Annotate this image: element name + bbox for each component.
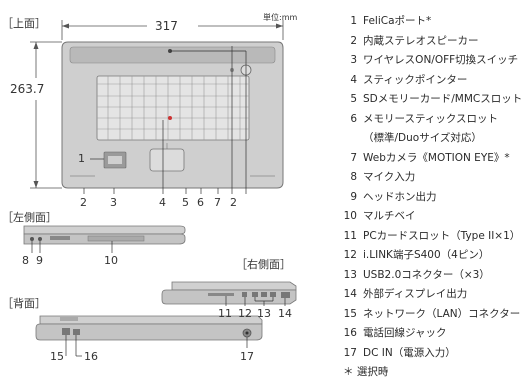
legend-item-text: マルチベイ [363,210,416,222]
callout-14: 14 [278,307,292,320]
back-leader-lines [65,335,248,357]
callout-bottom-6: 6 [197,196,204,209]
back-view [35,315,263,341]
legend-item-number: 10 [343,210,357,222]
legend-item-text: Webカメラ《MOTION EYE》* [363,151,510,164]
legend-item: 17 DC IN（電源入力） [343,344,529,364]
callout-bottom-2a: 2 [80,196,87,209]
legend-item-text: SDメモリーカード/MMCスロット [363,93,523,105]
callout-1: 1 [78,152,85,165]
callout-12: 12 [238,307,252,320]
width-dimension-value: 317 [155,19,178,33]
legend-item-number: 14 [343,288,357,300]
legend-item: 12 i.LINK端子S400（4ピン） [343,246,529,266]
callout-16: 16 [84,350,98,363]
callout-11: 11 [218,307,232,320]
width-dimension-line [61,20,284,40]
callout-bottom-7: 7 [214,196,221,209]
legend-item: 13 USB2.0コネクター（×3） [343,266,529,286]
legend-item: 8 マイク入力 [343,168,529,188]
stick-pointer-icon [168,116,172,120]
legend-item-number: 13 [343,268,357,281]
legend-item: 3 ワイヤレスON/OFF切換スイッチ [343,51,529,71]
right-side-leader-lines [225,296,286,306]
legend-item-text: 外部ディスプレイ出力 [363,288,468,300]
legend-item: 14 外部ディスプレイ出力 [343,285,529,305]
legend-item-number: 17 [343,346,357,359]
legend-item: 9 ヘッドホン出力 [343,188,529,208]
legend-item-text: USB2.0コネクター（×3） [363,268,490,281]
legend-item-number: 12 [343,249,357,261]
legend-item-number: 6 [350,112,357,125]
legend-item-text: （標準/Duoサイズ対応） [363,132,482,144]
legend-item-number: 2 [350,34,357,47]
legend-list: 1 FeliCaポート* 2 内蔵ステレオスピーカー 3 ワイヤレスON/OFF切換スイッ… [343,12,529,383]
legend-item: 6 メモリースティックスロット [343,110,529,130]
left-side-view [23,225,186,245]
legend-item-text: マイク入力 [363,171,416,183]
legend-item-text: ヘッドホン出力 [363,190,437,203]
legend-item: 2 内蔵ステレオスピーカー [343,32,529,52]
legend-item: 1 FeliCaポート* [343,12,529,32]
top-view-label: ［上面］ [2,17,46,30]
legend-item-text: 内蔵ステレオスピーカー [363,34,479,47]
top-view-laptop [61,41,284,189]
keyboard [96,75,250,141]
legend-item-text: PCカードスロット（Type II×1） [363,229,521,242]
legend-item-number: 11 [343,229,357,242]
callout-bottom-4: 4 [159,196,166,209]
callout-bottom-2b: 2 [230,196,237,209]
laptop-drawings [23,20,297,357]
legend-item: 15 ネットワーク（LAN）コネクター [343,305,529,325]
legend-item-text: ネットワーク（LAN）コネクター [363,307,521,320]
callout-17: 17 [240,350,254,363]
callout-15: 15 [50,350,64,363]
depth-dimension-value: 263.7 [10,82,45,96]
legend-item-text: i.LINK端子S400（4ピン） [363,249,490,261]
callout-13: 13 [257,307,271,320]
right-side-view-label: ［右側面］ [236,258,291,271]
callout-9: 9 [36,254,43,267]
legend-item-text: 電話回線ジャック [363,327,447,339]
top-view-leader-lines [83,46,247,194]
left-side-view-label: ［左側面］ [2,211,57,224]
callout-bottom-3: 3 [110,196,117,209]
callout-10: 10 [104,254,118,267]
depth-dimension-line [30,41,62,189]
left-side-leader-lines [31,241,113,253]
callout-8: 8 [22,254,29,267]
legend-item-number: 7 [350,151,357,164]
back-view-label: ［背面］ [2,297,46,310]
legend-item-text: スティックポインター [363,73,468,86]
legend-item: 7 Webカメラ《MOTION EYE》* [343,149,529,169]
legend-item-number: 9 [350,190,357,203]
legend-item-text: メモリースティックスロット [363,112,499,125]
legend-item-number: 4 [350,73,357,86]
legend-item: 10 マルチベイ [343,207,529,227]
unit-label: 単位:mm [263,13,298,22]
legend-item-number: 3 [350,54,357,66]
legend-item: 11 PCカードスロット（Type II×1） [343,227,529,247]
legend-item: 4 スティックポインター [343,71,529,91]
legend-item-number: 1 [350,15,357,27]
touchpad [149,148,185,172]
legend-item-text: ワイヤレスON/OFF切換スイッチ [363,54,519,66]
diagram-stage: ［上面］ ［左側面］ ［右側面］ ［背面］ 317 単位:mm 263.7 1 … [2,13,522,379]
right-side-view [161,281,297,305]
legend-item-text: DC IN（電源入力） [363,346,456,359]
legend-item: （標準/Duoサイズ対応） [343,129,529,149]
legend-item: 16 電話回線ジャック [343,324,529,344]
callout-bottom-5: 5 [182,196,189,209]
legend-item-text: FeliCaポート* [363,15,432,27]
legend-item-number: 15 [343,307,357,320]
legend-item-number: 8 [350,171,357,183]
legend-item: 5 SDメモリーカード/MMCスロット [343,90,529,110]
legend-item-number: 16 [343,327,357,339]
legend-item-number: 5 [350,93,357,105]
